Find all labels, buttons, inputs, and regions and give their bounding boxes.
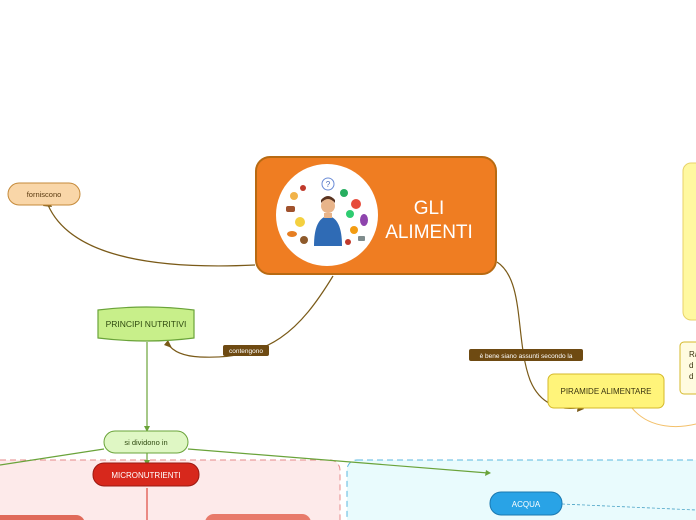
forniscono-node[interactable]	[7, 182, 81, 206]
piramide-alimentare-label: PIRAMIDE ALIMENTARE	[561, 387, 652, 396]
si-dividono-in-node[interactable]	[103, 430, 189, 454]
central-title-line-2: ALIMENTI	[385, 222, 473, 243]
assunti-link-label: è bene siano assunti secondo la	[480, 353, 573, 360]
connector-dividono-acqua	[187, 448, 489, 474]
right-text-line: d	[689, 361, 693, 370]
right-text-line: Ra	[689, 350, 696, 359]
principi-nutritivi-label: PRINCIPI NUTRITIVI	[106, 319, 187, 329]
person-thinking-with-food-icon: ?	[286, 177, 368, 246]
assunti-link-label-bg	[469, 349, 583, 361]
right-yellow-panel[interactable]	[682, 162, 696, 321]
piramide-alimentare-node[interactable]	[547, 373, 665, 409]
micronutrienti-node[interactable]	[92, 462, 200, 487]
micro-child-left-node[interactable]	[0, 515, 85, 520]
micronutrienti-label: MICRONUTRIENTI	[111, 471, 180, 480]
micro-child-right-node[interactable]	[205, 514, 311, 520]
contengono-link-label: contengono	[229, 348, 263, 355]
connector-contengono	[167, 275, 334, 358]
arrowhead-dividono	[144, 426, 150, 432]
acqua-label: ACQUA	[512, 500, 541, 509]
forniscono-label: forniscono	[27, 190, 62, 199]
right-text-node[interactable]	[679, 341, 696, 395]
micronutrienti-group-region	[0, 459, 341, 520]
principi-nutritivi-node[interactable]	[97, 306, 195, 342]
right-text-line: d	[689, 372, 693, 381]
arrowhead-acqua	[485, 470, 491, 476]
svg-text:?: ?	[326, 180, 331, 189]
connector-dividono-left	[0, 448, 105, 466]
contengono-link-label-bg	[223, 345, 269, 356]
acqua-group-region	[346, 459, 696, 520]
right-text-node-label: Ra dd	[689, 350, 696, 381]
si-dividono-in-label: si dividono in	[124, 438, 167, 447]
arrowhead-contengono	[164, 340, 172, 348]
connector-piramide-right	[631, 407, 696, 428]
central-title-line-1: GLI	[414, 198, 445, 219]
connector-forniscono	[47, 204, 256, 267]
connector-acqua-right	[561, 503, 696, 511]
acqua-node[interactable]	[489, 491, 563, 516]
